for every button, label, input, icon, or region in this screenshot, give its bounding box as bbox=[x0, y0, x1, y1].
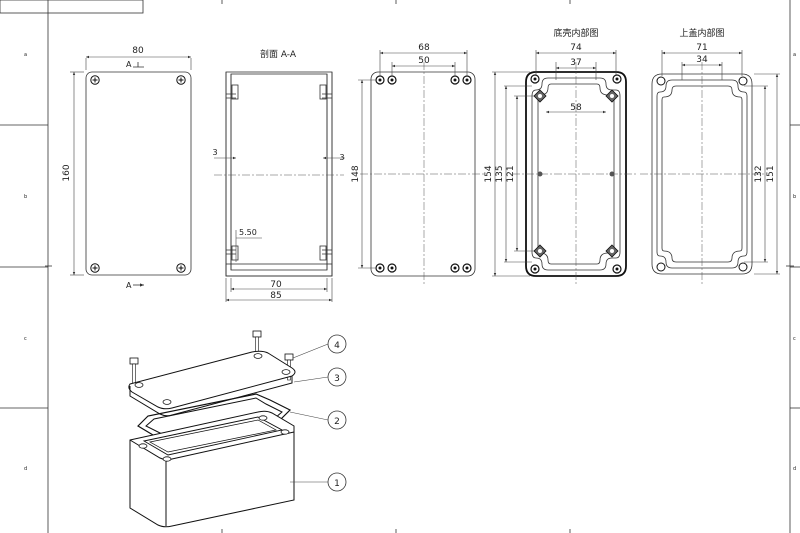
base-inside-view: 底壳内部图 74 37 58 154 bbox=[484, 27, 638, 286]
mounting-hole-icon bbox=[375, 75, 385, 85]
mounting-hole-icon bbox=[450, 75, 460, 85]
boss-icon bbox=[605, 244, 619, 258]
zone-letter-a-right: a bbox=[793, 52, 796, 58]
callout-balloon-1 bbox=[327, 472, 347, 492]
callout-balloon-4 bbox=[327, 334, 347, 354]
screw-icon bbox=[176, 75, 186, 85]
lid-hole-icon bbox=[656, 262, 666, 272]
boss-icon bbox=[533, 244, 547, 258]
lid-hole-icon bbox=[738, 76, 748, 86]
screw-icon bbox=[176, 263, 186, 273]
boss-icon bbox=[605, 89, 619, 103]
dim-base-height-mid: 135 bbox=[495, 165, 505, 182]
mounting-hole-icon bbox=[462, 263, 472, 273]
dim-base-height-inner: 121 bbox=[506, 165, 516, 182]
dim-step: 5.50 bbox=[239, 228, 257, 237]
dim-bottom-outer: 68 bbox=[418, 43, 430, 53]
lid-inner-rim bbox=[656, 79, 748, 269]
callouts: 4 3 2 1 bbox=[289, 334, 347, 492]
dim-bottom-height: 148 bbox=[351, 165, 361, 182]
corner-screw-hole-icon bbox=[530, 74, 540, 84]
bottom-view: 68 50 148 bbox=[351, 43, 486, 286]
screw-icon bbox=[90, 263, 100, 273]
lid-outline bbox=[85, 71, 192, 276]
callout-3: 3 bbox=[334, 374, 340, 384]
dim-wall-right: 3 bbox=[339, 153, 344, 162]
callout-2: 2 bbox=[334, 417, 340, 427]
callout-balloon-2 bbox=[327, 410, 347, 430]
zone-letter-d: d bbox=[24, 466, 27, 472]
zone-letter-d-right: d bbox=[793, 466, 796, 472]
mounting-hole-icon bbox=[462, 75, 472, 85]
mount-point bbox=[537, 171, 543, 177]
corner-screw-hole-icon bbox=[612, 264, 622, 274]
corner-screw-hole-icon bbox=[530, 264, 540, 274]
zone-letter-a: a bbox=[24, 52, 27, 58]
lid-outer-rim bbox=[651, 73, 753, 275]
base-part bbox=[129, 410, 295, 528]
mounting-hole-icon bbox=[375, 263, 385, 273]
top-view: 80 160 A A bbox=[62, 46, 192, 290]
section-outer bbox=[225, 71, 333, 277]
zone-letter-b: b bbox=[24, 194, 27, 200]
callout-1: 1 bbox=[334, 479, 340, 489]
corner-screw-hole-icon bbox=[612, 74, 622, 84]
mounting-hole-icon bbox=[387, 75, 397, 85]
base-outer-rim bbox=[525, 71, 627, 277]
zone-letter-c: c bbox=[24, 336, 27, 342]
mounting-hole-icon bbox=[387, 263, 397, 273]
mount-point bbox=[609, 171, 615, 177]
dim-outer-width: 85 bbox=[270, 291, 281, 301]
dim-lid-height-inner: 132 bbox=[754, 165, 764, 182]
screw-icon bbox=[90, 75, 100, 85]
dim-lid-inner-width: 34 bbox=[696, 55, 708, 65]
dim-bottom-inner: 50 bbox=[418, 56, 430, 66]
lid-inside-view: 上盖内部图 71 34 132 151 bbox=[640, 27, 780, 286]
boss-icon bbox=[533, 89, 547, 103]
lid-hole-icon bbox=[656, 76, 666, 86]
dim-wall-left: 3 bbox=[212, 148, 217, 157]
exploded-view: 4 3 2 1 bbox=[128, 330, 347, 528]
section-title: 剖面 A-A bbox=[260, 48, 297, 60]
section-mark-upper: A bbox=[126, 60, 132, 69]
dim-base-outer-width: 74 bbox=[570, 43, 582, 53]
lid-hole-icon bbox=[738, 262, 748, 272]
dim-lid-height-outer: 151 bbox=[766, 165, 776, 182]
dim-base-height-outer: 154 bbox=[484, 165, 494, 182]
section-mark-lower: A bbox=[126, 281, 132, 290]
dim-base-inner-width: 37 bbox=[570, 58, 581, 68]
section-view: 剖面 A-A 3 3 5.50 70 85 bbox=[212, 48, 345, 302]
dim-top-width: 80 bbox=[132, 46, 144, 56]
mounting-hole-icon bbox=[450, 263, 460, 273]
base-inside-title: 底壳内部图 bbox=[553, 27, 598, 39]
zone-letter-c-right: c bbox=[793, 336, 796, 342]
dim-inner-width: 70 bbox=[270, 280, 282, 290]
zone-letter-b-right: b bbox=[793, 194, 796, 200]
lid-inside-title: 上盖内部图 bbox=[679, 27, 724, 39]
dim-lid-outer-width: 71 bbox=[696, 43, 707, 53]
callout-balloon-3 bbox=[327, 367, 347, 387]
callout-4: 4 bbox=[334, 341, 340, 351]
dim-top-height: 160 bbox=[62, 164, 72, 181]
dim-base-pitch: 58 bbox=[570, 103, 582, 113]
